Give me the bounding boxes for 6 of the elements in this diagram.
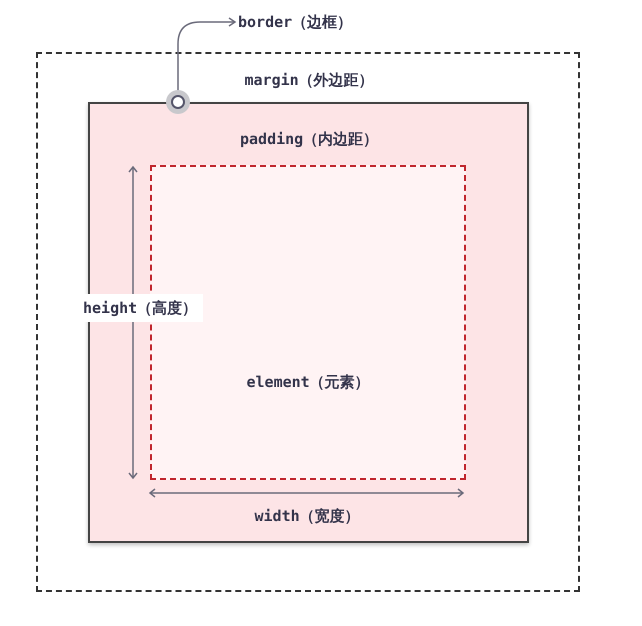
margin-label: margin（外边距） [244, 70, 374, 90]
border-label: border（边框） [238, 10, 352, 34]
padding-label: padding（内边距） [240, 129, 378, 149]
dimension-label: width（宽度） [254, 506, 360, 526]
margin-box [36, 52, 580, 592]
element-label: element（元素） [246, 372, 370, 392]
